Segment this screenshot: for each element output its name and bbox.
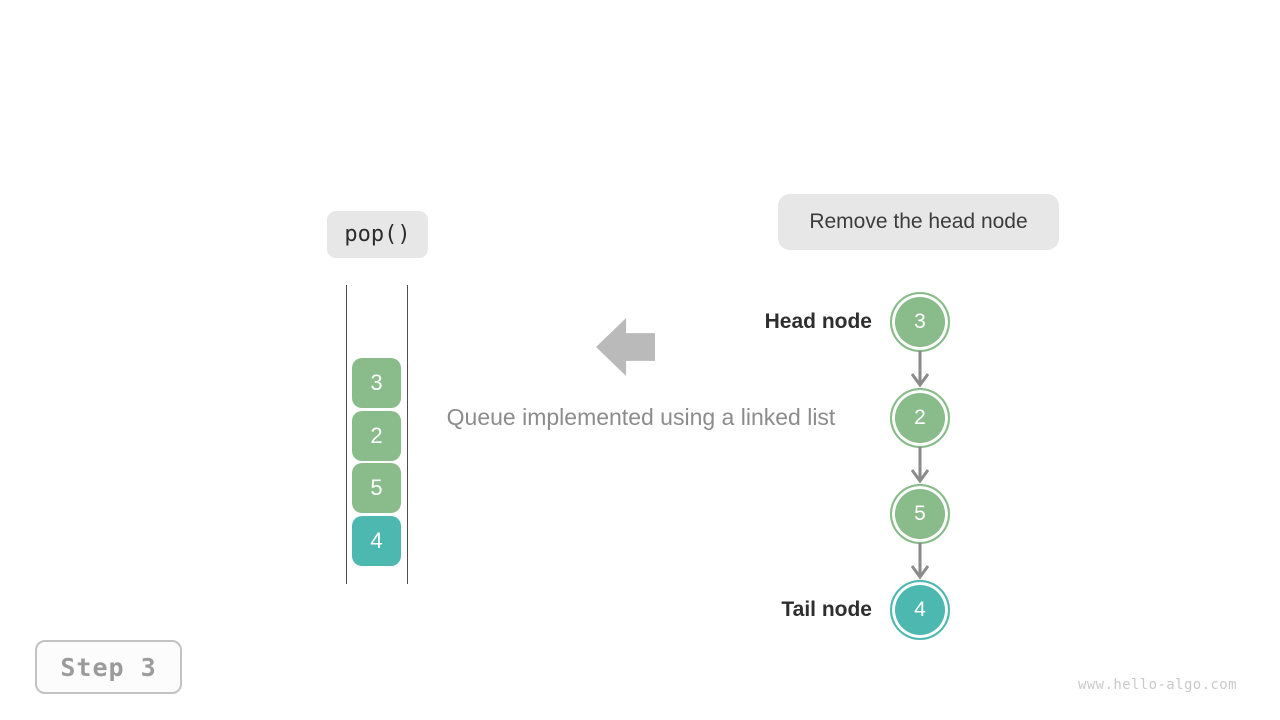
head-node-label: Head node <box>764 310 872 333</box>
stack-item-value: 3 <box>370 370 383 395</box>
node-connector-arrow-icon <box>908 543 932 580</box>
caption: Queue implemented using a linked list <box>446 404 836 430</box>
remove-head-label: Remove the head node <box>778 194 1059 250</box>
stack-item: 4 <box>352 516 401 566</box>
node-value: 4 <box>914 598 926 621</box>
stack-item: 5 <box>352 463 401 513</box>
watermark: www.hello-algo.com <box>1078 677 1237 693</box>
stack-item-value: 2 <box>370 423 383 448</box>
stack-item: 2 <box>352 411 401 461</box>
tail-node-label: Tail node <box>781 598 872 621</box>
queue-container-left-wall <box>346 285 347 584</box>
stack-item-value: 4 <box>370 528 383 553</box>
stack-item: 3 <box>352 358 401 408</box>
linked-list-node: 2 <box>890 388 950 448</box>
linked-list-node: 4 <box>890 580 950 640</box>
big-left-arrow-icon <box>596 318 655 376</box>
linked-list-node: 3 <box>890 292 950 352</box>
pop-operation-label: pop() <box>327 211 428 258</box>
node-connector-arrow-icon <box>908 351 932 388</box>
stack-item-value: 5 <box>370 475 383 500</box>
linked-list-node: 5 <box>890 484 950 544</box>
node-connector-arrow-icon <box>908 447 932 484</box>
node-value: 5 <box>914 502 926 525</box>
step-badge: Step 3 <box>35 640 182 694</box>
node-value: 3 <box>914 310 926 333</box>
queue-container-right-wall <box>407 285 408 584</box>
node-value: 2 <box>914 406 926 429</box>
